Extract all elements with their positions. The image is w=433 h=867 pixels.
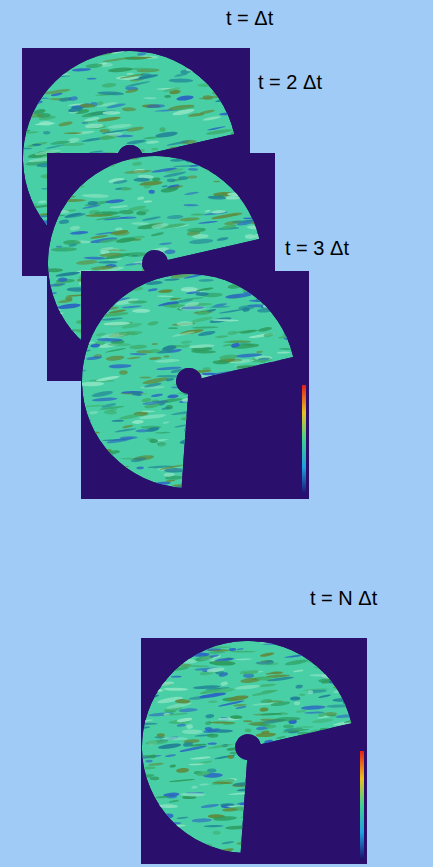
time-label: t = Δt (226, 6, 273, 30)
plot-background (81, 271, 309, 499)
time-label: t = 2 Δt (258, 70, 322, 94)
time-label: t = N Δt (310, 586, 377, 610)
color-bar (302, 385, 306, 494)
time-label: t = 3 Δt (285, 236, 349, 260)
color-bar (360, 751, 364, 859)
plot-background (141, 638, 367, 864)
field-snapshot (133, 637, 377, 866)
fan-field (69, 268, 319, 500)
fan-field (133, 637, 377, 866)
field-snapshot (69, 268, 319, 500)
